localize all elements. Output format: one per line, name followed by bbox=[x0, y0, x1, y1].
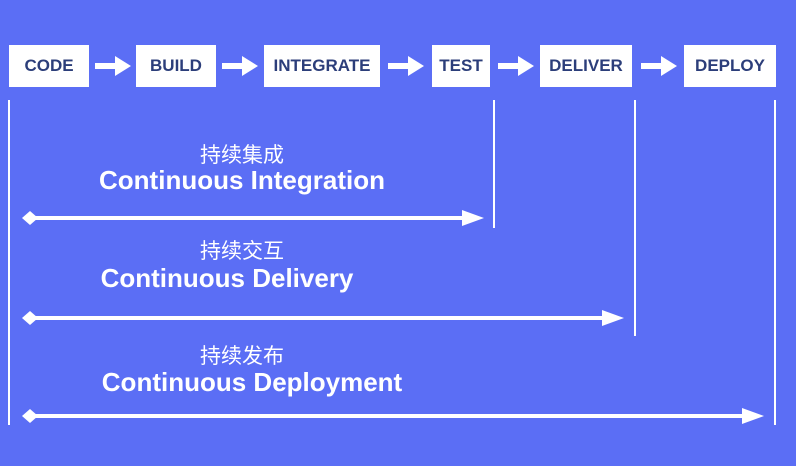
ci-label-zh: 持续集成 bbox=[200, 143, 284, 167]
stage-arrow-test-deliver bbox=[498, 56, 534, 76]
ci-span-arrow bbox=[22, 210, 484, 226]
stage-test: TEST bbox=[432, 45, 490, 87]
stage-arrow-build-integrate bbox=[222, 56, 258, 76]
stage-arrow-code-build bbox=[95, 56, 131, 76]
stage-deploy: DEPLOY bbox=[684, 45, 776, 87]
stage-arrow-deliver-deploy bbox=[641, 56, 677, 76]
test-boundary-line bbox=[493, 100, 495, 228]
stage-build: BUILD bbox=[136, 45, 216, 87]
stage-code: CODE bbox=[9, 45, 89, 87]
cd-deployment-label-zh: 持续发布 bbox=[200, 344, 284, 368]
deploy-boundary-line bbox=[774, 100, 776, 425]
stage-integrate: INTEGRATE bbox=[264, 45, 380, 87]
ci-label-en: Continuous Integration bbox=[99, 165, 385, 195]
cd-delivery-span-arrow bbox=[22, 310, 624, 326]
stage-deliver: DELIVER bbox=[540, 45, 632, 87]
deliver-boundary-line bbox=[634, 100, 636, 336]
cd-delivery-label-en: Continuous Delivery bbox=[100, 263, 354, 293]
cd-deployment-label-en: Continuous Deployment bbox=[101, 367, 403, 397]
cd-delivery-label-zh: 持续交互 bbox=[200, 239, 284, 263]
start-boundary-line bbox=[8, 100, 10, 425]
stage-arrow-integrate-test bbox=[388, 56, 424, 76]
cd-deployment-span-arrow bbox=[22, 408, 764, 424]
